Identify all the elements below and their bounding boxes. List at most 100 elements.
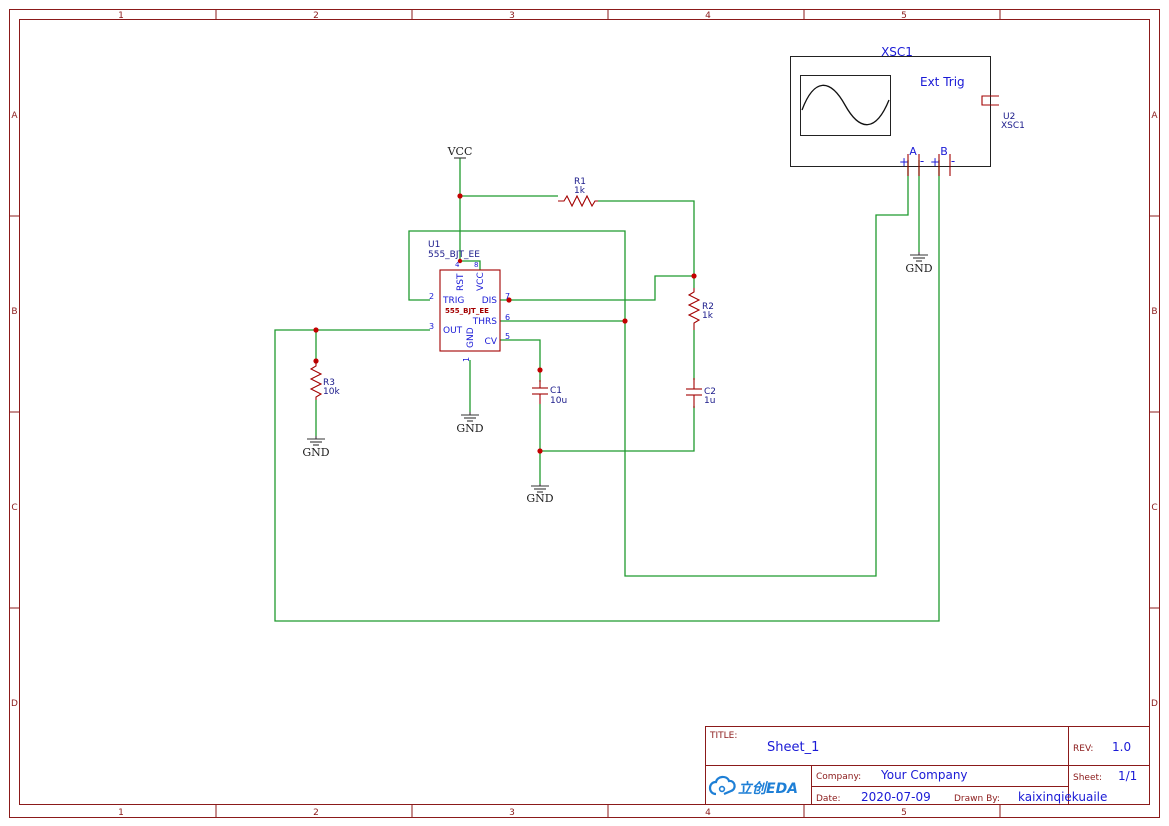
scope-b-plus: +	[930, 155, 940, 169]
r2-value: 1k	[702, 311, 714, 321]
gnd-label-u1: GND	[456, 422, 483, 435]
u1-pin-number-4: 4	[455, 261, 460, 269]
junctions	[313, 193, 697, 454]
frame-row-d-left: D	[11, 699, 18, 709]
wire-cv-to-c1	[500, 339, 541, 382]
r1-value: 1k	[574, 186, 586, 196]
wire-out	[274, 160, 940, 622]
scope-a-plus: +	[899, 155, 909, 169]
junction-dis	[506, 297, 512, 303]
wire-r1-to-r2	[598, 200, 695, 288]
rev-label: REV:	[1073, 744, 1093, 754]
date-value: 2020-07-09	[861, 790, 931, 804]
title-label: TITLE:	[709, 731, 737, 741]
u1-pin-number-5: 5	[505, 332, 510, 341]
logo-text: 立创EDA	[738, 780, 798, 797]
frame-col-3-top: 3	[509, 11, 515, 21]
r2-resistor: R2 1k	[687, 288, 714, 330]
u1-pin-cv: CV	[485, 337, 498, 347]
c1-capacitor: C1 10u	[532, 380, 567, 406]
r2-designator: R2	[702, 302, 714, 312]
frame-col-5-bottom: 5	[901, 808, 907, 818]
r1-resistor: R1 1k	[558, 177, 598, 208]
wire-c2-to-gnd-bus	[540, 406, 695, 452]
scope-sine-wave-icon	[801, 84, 890, 126]
frame-col-5-top: 5	[901, 11, 907, 21]
frame-row-b-left: B	[11, 307, 17, 317]
frame-col-2-top: 2	[313, 11, 319, 21]
scope-ext-trig: Ext Trig	[920, 75, 965, 89]
u1-pin-out: OUT	[443, 326, 463, 336]
drawing-frame: 1 2 3 4 5 1 2 3 4 5 A B C D A B C D	[9, 9, 1160, 818]
gnd-label-r3: GND	[302, 446, 329, 459]
frame-row-c-right: C	[1151, 503, 1157, 513]
u1-pin-rst: RST	[456, 273, 466, 291]
frame-col-2-bottom: 2	[313, 808, 319, 818]
company-label: Company:	[816, 772, 861, 782]
u1-pin-number-7: 7	[505, 292, 510, 301]
junction-c1-top	[537, 367, 543, 373]
scope-channel-a: A	[909, 145, 917, 158]
scope-a-minus: -	[920, 154, 924, 168]
u1-pin-dis: DIS	[482, 296, 498, 306]
frame-row-b-right: B	[1151, 307, 1157, 317]
u1-pin-number-8: 8	[474, 261, 478, 269]
u1-pin-gnd: GND	[466, 327, 476, 348]
u1-pin-number-1: 1	[462, 357, 471, 362]
gnd-symbol-scope: GND	[905, 252, 933, 275]
junction-r2-top	[691, 273, 697, 279]
u1-pin-trig: TRIG	[442, 296, 464, 306]
drawn-by-value: kaixinqiekuaile	[1018, 790, 1107, 804]
u1-pin-number-2: 2	[429, 292, 434, 301]
frame-row-d-right: D	[1151, 699, 1158, 709]
junction-gnd-bus	[537, 448, 543, 454]
drawn-by-label: Drawn By:	[954, 794, 1000, 804]
r3-value: 10k	[323, 387, 340, 397]
cloud-icon	[708, 775, 736, 796]
frame-row-a-right: A	[1151, 111, 1158, 121]
junction-vcc	[457, 193, 463, 199]
u1-pin-number-6: 6	[505, 313, 510, 322]
frame-row-a-left: A	[11, 111, 18, 121]
frame-col-3-bottom: 3	[509, 808, 515, 818]
date-label: Date:	[816, 794, 841, 804]
u1-pin-vcc: VCC	[476, 272, 486, 291]
gnd-symbol-u1: GND	[456, 412, 484, 435]
title-value: Sheet_1	[767, 740, 819, 755]
frame-col-1-top: 1	[118, 11, 124, 21]
wires	[274, 158, 940, 622]
sheet-label: Sheet:	[1073, 773, 1102, 783]
c2-value: 1u	[704, 396, 715, 406]
junction-thrs	[622, 318, 628, 324]
r3-designator: R3	[323, 378, 335, 388]
sheet-value: 1/1	[1118, 769, 1137, 783]
c1-designator: C1	[550, 386, 562, 396]
rev-value: 1.0	[1112, 740, 1131, 754]
gnd-label-c1: GND	[526, 492, 553, 505]
scope-b-minus: -	[951, 154, 955, 168]
scope-name: XSC1	[881, 45, 913, 59]
title-block: TITLE: Sheet_1 REV: 1.0 Company: Your Co…	[705, 726, 1150, 805]
junction-out	[313, 327, 319, 333]
company-value: Your Company	[880, 768, 968, 782]
frame-row-c-left: C	[11, 503, 17, 513]
gnd-symbol-r3: GND	[302, 436, 330, 459]
u1-designator: U1	[428, 240, 440, 250]
oscilloscope-xsc1: XSC1 Ext Trig U2 XSC1 A B + - + -	[790, 45, 1025, 176]
frame-col-4-bottom: 4	[705, 808, 711, 818]
scope-designator: U2	[1003, 112, 1015, 122]
vcc-symbol: VCC	[447, 145, 472, 159]
wire-dis	[500, 275, 694, 301]
junction-u1-pin4	[457, 258, 463, 264]
scope-channel-b: B	[940, 145, 948, 158]
scope-ext-trig-terminal	[981, 95, 999, 106]
frame-col-1-bottom: 1	[118, 808, 124, 818]
r1-designator: R1	[574, 177, 586, 187]
u1-pin-number-3: 3	[429, 322, 434, 331]
r3-resistor: R3 10k	[309, 360, 340, 400]
gnd-symbol-c1: GND	[526, 484, 554, 505]
u1-555-timer: U1 555_BJT_EE 555_BJT_EE TRIG OUT DIS TH…	[428, 240, 510, 362]
scope-value: XSC1	[1001, 121, 1025, 131]
u1-pin-thrs: THRS	[472, 317, 498, 327]
